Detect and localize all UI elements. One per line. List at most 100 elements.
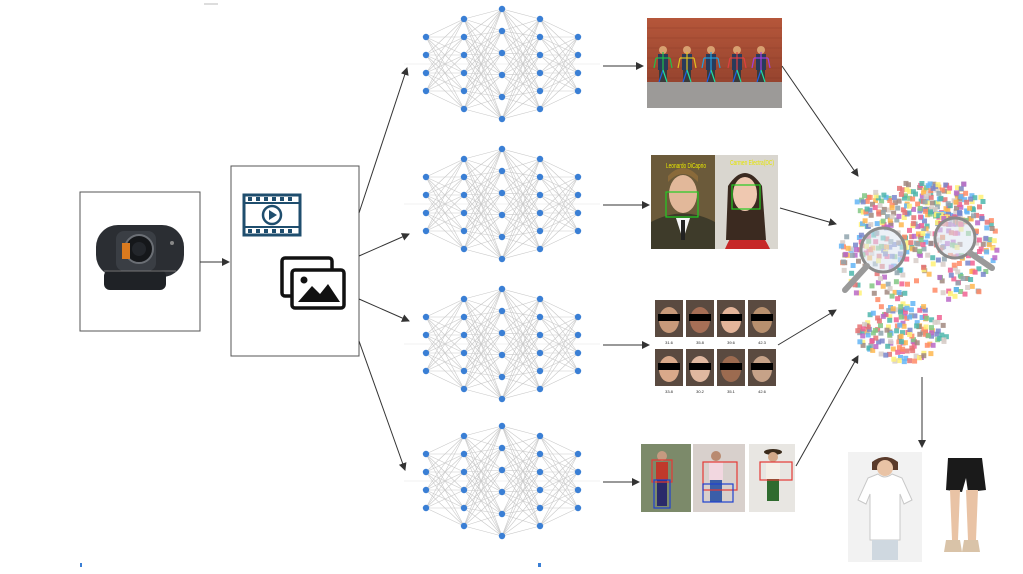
nn-node [498,351,506,359]
nn-node [498,373,506,381]
nn-node [422,367,430,375]
face-caption-2: Carmen Electra(DC) [730,160,774,167]
nn-node [422,450,430,458]
pose-estimation-photo [647,18,782,108]
nn-node [574,468,582,476]
nn-node [574,313,582,321]
nn-node [460,245,468,253]
media-box [230,165,360,357]
nn-node [422,191,430,199]
nn-node [460,432,468,440]
nn-node [574,349,582,357]
nn-node [536,209,544,217]
nn-node [536,486,544,494]
nn-node [460,15,468,23]
nn-node [460,313,468,321]
nn-node [498,307,506,315]
nn-node [422,209,430,217]
age-label: 30.2 [696,389,705,394]
nn-node [498,167,506,175]
nn-node [574,367,582,375]
nn-node [536,173,544,181]
nn-node [498,329,506,337]
age-label: 35.8 [696,340,705,345]
age-label: 33.8 [665,389,674,394]
nn-node [574,450,582,458]
nn-node [460,331,468,339]
nn-node [498,422,506,430]
nn-node [422,504,430,512]
nn-node [498,395,506,403]
nn-node [498,466,506,474]
nn-node [460,227,468,235]
nn-node [422,173,430,181]
nn-node [498,145,506,153]
nn-node [422,87,430,95]
black-shorts-icon [944,458,986,552]
nn-node [574,33,582,41]
webcam-icon [96,225,184,290]
face-caption-1: Leonardo DiCaprio [666,163,706,170]
nn-node [536,331,544,339]
webcam-box [79,191,201,332]
nn-node [422,227,430,235]
age-label: 39.6 [727,340,736,345]
age-network [404,285,600,403]
clothing-network [404,422,600,540]
nn-node [460,173,468,181]
nn-node [498,71,506,79]
nn-node [460,105,468,113]
age-label: 35.1 [727,389,736,394]
nn-node [574,173,582,181]
nn-node [460,385,468,393]
nn-node [498,93,506,101]
nn-node [498,233,506,241]
nn-node [460,69,468,77]
pose-network [404,5,600,123]
nn-node [536,522,544,530]
face-network [404,145,600,263]
nn-node [536,367,544,375]
nn-node [536,155,544,163]
white-t-shirt-icon [857,473,913,541]
nn-node [460,295,468,303]
nn-node [460,209,468,217]
nn-node [536,33,544,41]
nn-node [460,367,468,375]
nn-node [574,87,582,95]
nn-node [422,349,430,357]
nn-node [460,87,468,95]
nn-node [574,331,582,339]
nn-node [422,51,430,59]
nn-node [460,155,468,163]
nn-node [536,69,544,77]
nn-node [460,486,468,494]
nn-node [498,49,506,57]
nn-node [460,191,468,199]
nn-node [536,227,544,235]
nn-node [460,349,468,357]
nn-node [498,488,506,496]
nn-node [498,444,506,452]
nn-node [574,227,582,235]
age-label: 42.6 [758,389,767,394]
nn-node [536,468,544,476]
data-analysis-magnifier [838,180,1000,365]
nn-node [536,432,544,440]
nn-node [422,468,430,476]
nn-node [536,450,544,458]
nn-node [422,331,430,339]
nn-node [536,504,544,512]
nn-node [574,504,582,512]
nn-node [460,468,468,476]
nn-node [536,51,544,59]
nn-node [574,486,582,494]
video-icon [242,193,302,237]
age-label: 31.6 [665,340,674,345]
nn-node [498,189,506,197]
nn-node [536,295,544,303]
nn-node [574,69,582,77]
face-recognition-photo: Leonardo DiCaprio Carmen Electra(DC) [651,155,778,249]
